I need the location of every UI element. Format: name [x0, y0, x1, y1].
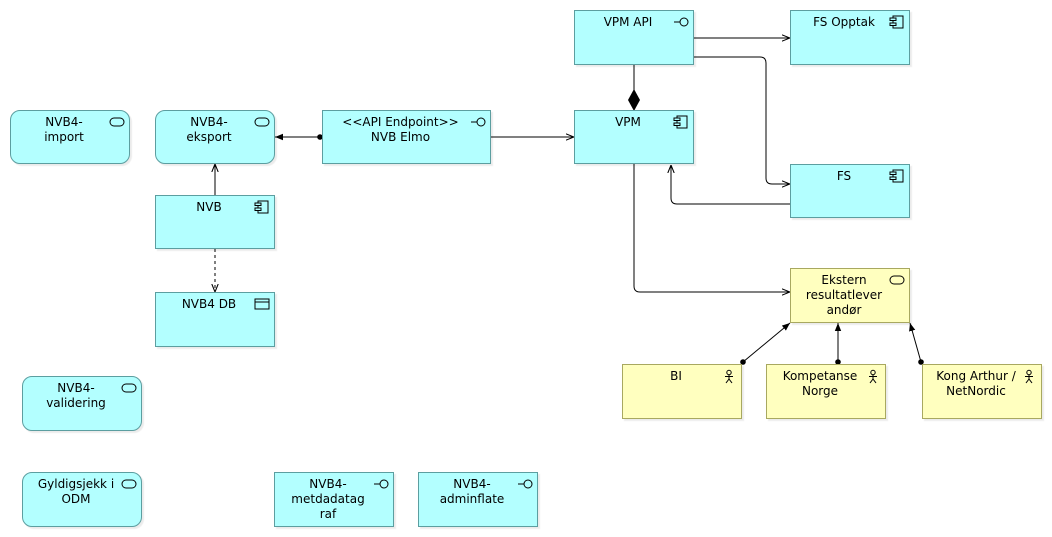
- node-gyldigsjekk-odm[interactable]: Gyldigsjekk i ODM: [22, 472, 142, 527]
- actor-icon: [865, 369, 881, 384]
- interface-icon: [470, 116, 486, 128]
- node-label: NVB4- eksport: [186, 115, 232, 144]
- edge-kong-arthur-to-ekstern: [909, 322, 924, 365]
- edge-vpm-api-to-fs: [693, 56, 790, 184]
- node-label: NVB4- adminflate: [439, 477, 505, 506]
- node-label: BI: [670, 369, 682, 383]
- node-vpm[interactable]: VPM: [574, 110, 694, 164]
- node-vpm-api[interactable]: VPM API: [574, 10, 694, 65]
- interface-icon: [673, 16, 689, 28]
- node-bi[interactable]: BI: [622, 364, 742, 419]
- node-label: NVB4- validering: [46, 381, 106, 410]
- composition-diamond: [628, 89, 640, 111]
- node-kong-arthur-netnordic[interactable]: Kong Arthur / NetNordic: [922, 364, 1042, 419]
- node-label: Gyldigsjekk i ODM: [37, 477, 115, 506]
- component-icon: [889, 15, 905, 29]
- node-fs[interactable]: FS: [790, 164, 910, 218]
- actor-icon: [1021, 369, 1037, 384]
- node-label: FS: [836, 169, 852, 183]
- component-icon: [673, 115, 689, 129]
- node-label: NVB: [196, 200, 222, 214]
- interface-icon: [373, 478, 389, 490]
- node-nvb4-eksport[interactable]: NVB4- eksport: [155, 110, 275, 164]
- node-label: FS Opptak: [813, 15, 875, 29]
- actor-icon: [721, 369, 737, 384]
- node-label: Ekstern resultatlever andør: [805, 273, 883, 317]
- node-label: NVB4- metdadatag raf: [291, 477, 365, 521]
- service-icon: [121, 382, 137, 394]
- node-nvb4-validering[interactable]: NVB4- validering: [22, 376, 142, 431]
- node-label: NVB4- import: [44, 115, 84, 144]
- node-label: VPM API: [603, 15, 653, 29]
- node-kompetanse-norge[interactable]: Kompetanse Norge: [766, 364, 886, 419]
- edge-vpm-to-ekstern: [633, 164, 790, 292]
- edge-bi-to-ekstern: [740, 322, 791, 365]
- interface-icon: [517, 478, 533, 490]
- node-fs-opptak[interactable]: FS Opptak: [790, 10, 910, 65]
- node-label: Kong Arthur / NetNordic: [936, 369, 1016, 398]
- component-icon: [254, 200, 270, 214]
- node-label: VPM: [615, 115, 641, 129]
- service-icon: [121, 478, 137, 490]
- service-icon: [254, 116, 270, 128]
- node-nvb4-db[interactable]: NVB4 DB: [155, 292, 275, 347]
- node-label: NVB4 DB: [181, 297, 237, 311]
- node-label: <<API Endpoint>> NVB Elmo: [342, 115, 459, 144]
- node-nvb[interactable]: NVB: [155, 195, 275, 249]
- node-nvb4-metadatagraf[interactable]: NVB4- metdadatag raf: [274, 472, 394, 527]
- node-nvb4-import[interactable]: NVB4- import: [10, 110, 130, 164]
- node-ekstern-resultatleverandor[interactable]: Ekstern resultatlever andør: [790, 268, 910, 323]
- service-icon: [889, 274, 905, 286]
- component-icon: [889, 169, 905, 183]
- node-api-endpoint[interactable]: <<API Endpoint>> NVB Elmo: [322, 110, 491, 164]
- service-icon: [109, 116, 125, 128]
- node-nvb4-adminflate[interactable]: NVB4- adminflate: [418, 472, 538, 527]
- data-object-icon: [254, 298, 270, 310]
- node-label: Kompetanse Norge: [782, 369, 858, 398]
- edge-fs-to-vpm: [671, 165, 790, 205]
